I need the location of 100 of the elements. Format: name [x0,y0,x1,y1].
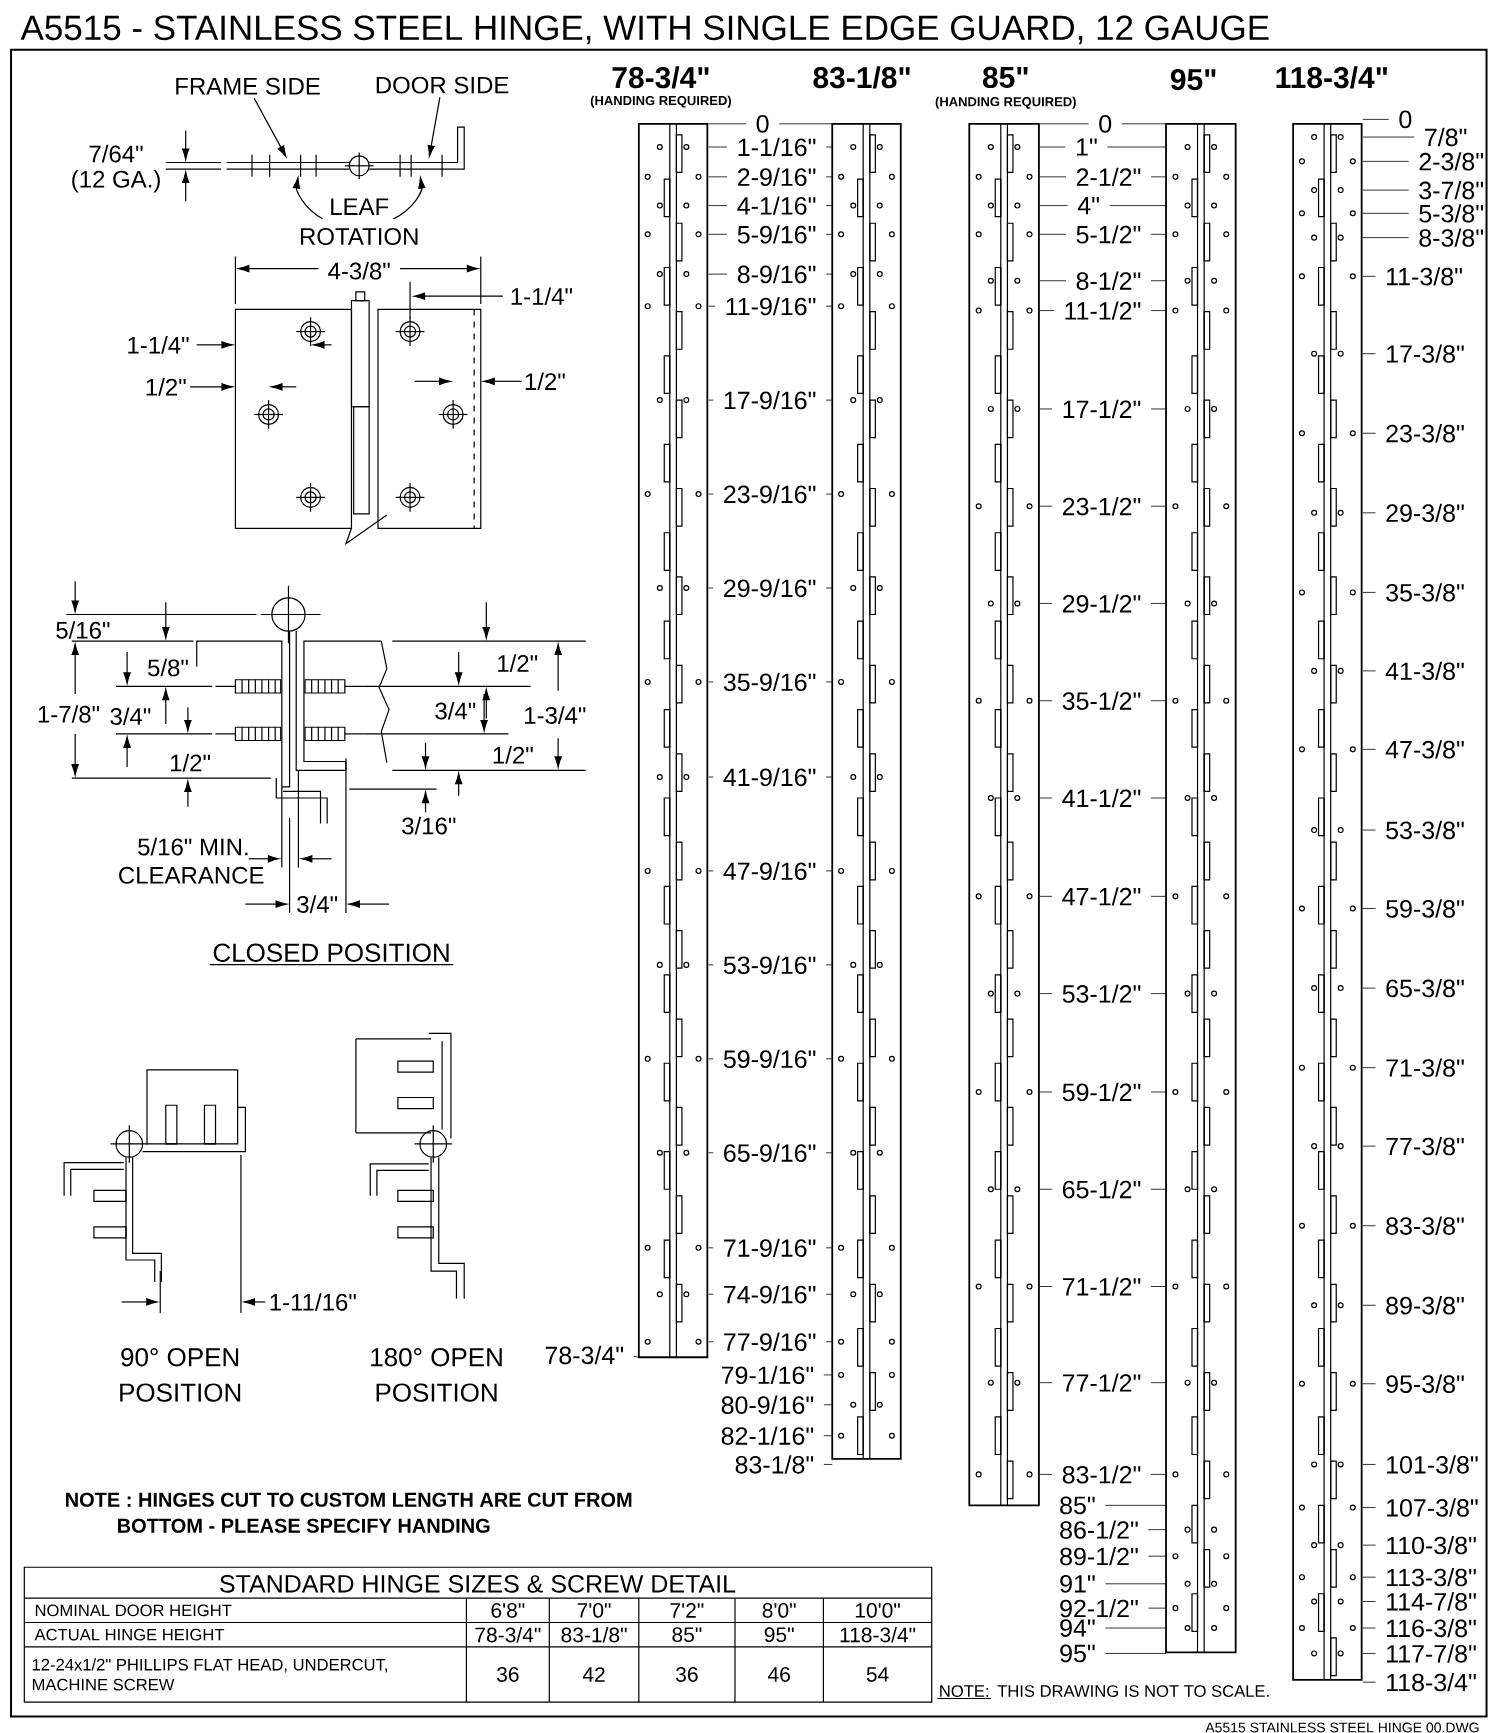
dimension-text: 47-9/16" [723,861,816,881]
dimension-text: 7/64" [89,144,143,163]
dimension-text: 113-3/8" [1387,1568,1477,1587]
rotation-text: LEAF [331,198,389,215]
cell-value: 7'2" [670,1603,704,1618]
dimension-text: 1-1/16" [738,137,816,157]
cell-value: 42 [583,1667,605,1682]
dimension-text: 74-9/16" [724,1285,816,1304]
dimension-text: 3/4" [297,895,338,913]
dimension-text: 11-3/8" [1387,267,1463,286]
row-header: 12-24x1/2" PHILLIPS FLAT HEAD, UNDERCUT, MACHINE SCREW [33,1658,388,1691]
cell-value: 6'8" [491,1602,525,1618]
dimension-text: 77-3/8" [1386,1136,1464,1156]
row-header: ACTUAL HINGE HEIGHT [34,1628,225,1641]
dimension-text: 29-3/8" [1386,503,1464,522]
dimension-text: 11-1/2" [1065,301,1141,320]
dimension-text: 5-1/2" [1076,225,1141,244]
cell-value: 118-3/4" [840,1626,916,1643]
cell-value: 46 [768,1667,791,1682]
dimension-text: 17-3/8" [1387,344,1464,363]
view-title: 180° OPEN [371,1348,502,1367]
dimension-text: 71-9/16" [724,1238,816,1257]
dimension-text: 95" [1060,1644,1095,1663]
file-name: A5515 STAINLESS STEEL HINGE 00.DWG [1205,1722,1479,1733]
view-title: 90° OPEN [121,1348,239,1367]
dimension-text: 83-1/8" [735,1455,814,1474]
view-title: POSITION [120,1383,241,1402]
cell-value: 36 [676,1667,698,1682]
dimension-text: 47-1/2" [1062,887,1141,906]
dimension-text: 0 [1099,114,1112,133]
view-title: POSITION [376,1383,497,1402]
dimension-text: 3/4" [110,707,151,725]
dimension-text: 1/2" [525,372,565,391]
dimension-text: 4" [1078,197,1100,215]
dimension-text: 1-11/16" [270,1293,356,1311]
clearance-text: CLEARANCE [119,866,264,884]
dimension-text: 41-9/16" [723,767,816,787]
dimension-text: 1" [1077,138,1097,156]
leader-line [253,97,287,157]
dimension-text: 23-3/8" [1386,424,1464,443]
handing-note: (HANDING REQUIRED) [591,95,732,108]
dimension-text: 4-1/16" [737,196,816,215]
dimension-text: (12 GA.) [72,170,161,193]
dimension-text: 1-1/4" [128,336,189,354]
dimension-text: 4-3/8" [328,262,390,280]
title: A5515 - STAINLESS STEEL HINGE, WITH SINGLE EDGE GUARD, 12 GAUGE [20,15,1269,45]
dimension-text: 1/2" [498,654,538,672]
dimension-text: 23-9/16" [724,484,816,504]
dimension-text: 17-9/16" [724,390,816,410]
dimension-text: 78-3/4" [545,1345,624,1365]
dimension-text: 35-3/8" [1386,583,1464,602]
dimension-text: 53-1/2" [1062,984,1141,1003]
dimension-text: 86-1/2" [1060,1520,1138,1539]
dimension-text: 114-7/8" [1387,1592,1477,1611]
dimension-text: 5-3/8" [1419,204,1484,223]
row-header: NOMINAL DOOR HEIGHT [36,1604,232,1617]
dimension-text: 2-1/2" [1077,167,1141,187]
dimension-text: 71-1/2" [1063,1277,1141,1296]
part-label: DOOR SIDE [376,76,509,94]
dimension-text: 7/8" [1425,127,1467,147]
note-text: THIS DRAWING IS NOT TO SCALE. [997,1685,1269,1697]
dimension-text: 3/16" [402,816,456,835]
part-label: FRAME SIDE [176,77,321,95]
cell-value: 85" [672,1627,702,1643]
dimension-text: 116-3/8" [1387,1618,1477,1638]
dimension-text: 53-3/8" [1386,820,1464,840]
handing-note: (HANDING REQUIRED) [935,96,1077,109]
dimension-text: 79-1/16" [722,1365,814,1385]
dimension-text: 41-3/8" [1385,661,1464,681]
dimension-text: 65-3/8" [1386,978,1464,998]
dimension-text: 71-3/8" [1386,1058,1464,1077]
cell-value: 95" [764,1627,794,1643]
dimension-text: 95-3/8" [1386,1374,1464,1393]
dimension-text: 59-3/8" [1386,899,1464,918]
dimension-text: 118-3/4" [1387,1673,1477,1692]
note-label: NOTE: [936,1685,992,1700]
dimension-text: 17-1/2" [1063,399,1141,419]
clearance-text: 5/16" MIN. [138,837,248,856]
length-heading: 95" [1171,68,1216,91]
dimension-text: 1/2" [146,378,186,396]
dimension-text: 89-3/8" [1386,1296,1464,1315]
dimension-text: 117-7/8" [1387,1644,1477,1663]
cell-value: 7'0" [577,1602,611,1618]
length-heading: 83-1/8" [813,66,910,89]
dimension-text: 83-1/2" [1063,1465,1141,1484]
dimension-text: 89-1/2" [1060,1547,1138,1566]
dimension-text: 8-3/8" [1419,228,1484,247]
dimension-text: 77-9/16" [724,1332,816,1351]
dimension-text: 53-9/16" [724,955,816,975]
dimension-text: 107-3/8" [1387,1498,1478,1517]
cell-value: 83-1/8" [561,1626,627,1643]
dimension-text: 3-7/8" [1419,180,1484,200]
dimension-text: 23-1/2" [1063,497,1141,516]
dimension-text: 2-9/16" [738,167,816,187]
dimension-text: 1-3/4" [525,706,586,724]
cell-value: 8'0" [762,1602,796,1618]
dimension-text: 5-9/16" [737,225,816,244]
length-heading: 85" [983,66,1028,88]
view-title: CLOSED POSITION [209,943,455,966]
dimension-text: 92-1/2" [1060,1598,1138,1618]
